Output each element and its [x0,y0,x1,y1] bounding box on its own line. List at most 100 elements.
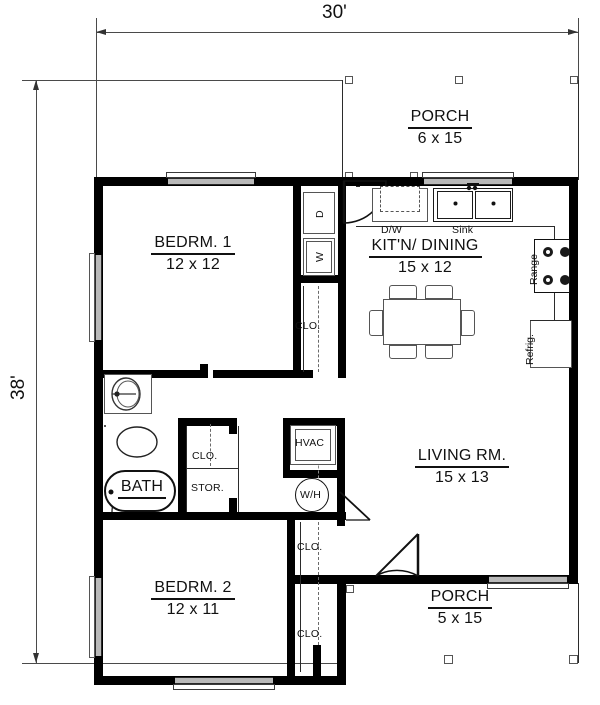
overall-width-label: 30' [322,2,347,23]
closet-rod [318,426,319,508]
porch-bottom-right-edge [578,583,579,663]
interior-wall [338,186,346,282]
room-name: BEDRM. 2 [151,579,235,601]
closet-divider [238,426,239,512]
closet-rod [318,286,319,372]
sink-faucet [466,183,479,191]
dim-line-width [96,32,578,33]
hvac-unit-inner [295,429,331,461]
exterior-wall-right [569,177,578,583]
interior-wall [94,512,186,520]
room-dimension: 15 x 13 [435,469,489,487]
interior-wall [287,575,346,584]
interior-wall [293,370,313,378]
exterior-wall-jog [337,575,346,685]
door-front-entry [375,533,420,577]
sink-drain-right [491,201,496,206]
interior-wall [287,588,295,676]
room-dimension: 12 x 12 [166,256,220,274]
sink-label: Sink [452,224,474,236]
dining-table [383,299,461,345]
room-label-bedrm2: BEDRM. 2 12 x 11 [118,579,268,620]
water-heater-unit [295,478,329,512]
window [95,578,102,656]
window [489,576,567,583]
room-dimension: 12 x 11 [166,601,220,619]
door-hall [339,491,371,521]
room-label-bath: BATH [112,478,172,500]
door-jamb [200,364,208,378]
closet-shelf-line [186,468,238,469]
refrigerator-fixture [530,320,572,368]
room-name: BATH [117,478,167,500]
overall-depth-label: 38' [8,375,29,400]
interior-wall [229,418,237,434]
washer-label: W [314,252,326,262]
window-sill [173,684,275,690]
interior-wall [213,370,294,378]
toilet-tank [104,425,106,427]
interior-wall [293,186,301,282]
closet-line [303,286,304,372]
tub-drain-icon [108,489,114,495]
exterior-wall-left [94,177,103,685]
interior-wall [283,418,290,478]
hvac-label: HVAC [295,437,325,449]
closet-rod [210,424,211,466]
porch-post [345,76,353,84]
room-label-porch-top: PORCH 6 x 15 [380,108,500,149]
room-name: KIT'N/ DINING [368,237,482,259]
door-jamb [287,575,295,589]
door-jamb [313,645,321,677]
counter-edge [554,226,555,364]
window [175,677,273,684]
closet-rod [318,522,319,670]
dining-chair [425,285,453,299]
washer-drum [306,241,332,273]
dining-chair [425,345,453,359]
counter-edge [356,226,554,227]
dishwasher-inner [380,186,420,212]
room-dimension: 6 x 15 [417,130,463,148]
room-label-porch-bottom: PORCH 5 x 15 [400,588,520,629]
window-sill [166,172,256,178]
window-sill [487,583,569,589]
porch-top-right-edge [578,80,579,180]
room-dimension: 15 x 12 [398,259,452,277]
interior-wall [337,418,345,526]
window [95,255,102,340]
dining-chair [389,285,417,299]
room-name: BEDRM. 1 [151,234,235,256]
window-sill [422,172,514,178]
interior-wall [293,282,301,378]
porch-post [346,585,354,593]
refrigerator-label: Refrig. [524,334,536,365]
interior-wall [287,512,295,576]
porch-post [570,76,578,84]
dishwasher-label: D/W [381,224,403,236]
room-label-living: LIVING RM. 15 x 13 [382,447,542,488]
dining-chair [369,310,383,336]
interior-wall [293,275,346,283]
dim-arrow-vert [33,80,39,663]
porch-post [444,655,453,664]
range-burners [543,247,570,285]
interior-wall [229,498,237,520]
refrig-line [530,320,572,321]
window [168,178,254,185]
window-sill [89,253,95,342]
closet-line [300,522,301,672]
range-label: Range [528,254,540,285]
dryer-fixture [303,192,335,234]
room-name: PORCH [427,588,493,610]
dim-line-depth [36,80,37,663]
closet-hall-label: CLO. [297,541,323,553]
sink-drain-left [453,201,458,206]
window-sill [89,576,95,658]
interior-wall [178,512,230,520]
room-name: PORCH [407,108,473,130]
porch-post [455,76,463,84]
dining-chair [461,310,475,336]
dim-extension-left [96,18,97,190]
